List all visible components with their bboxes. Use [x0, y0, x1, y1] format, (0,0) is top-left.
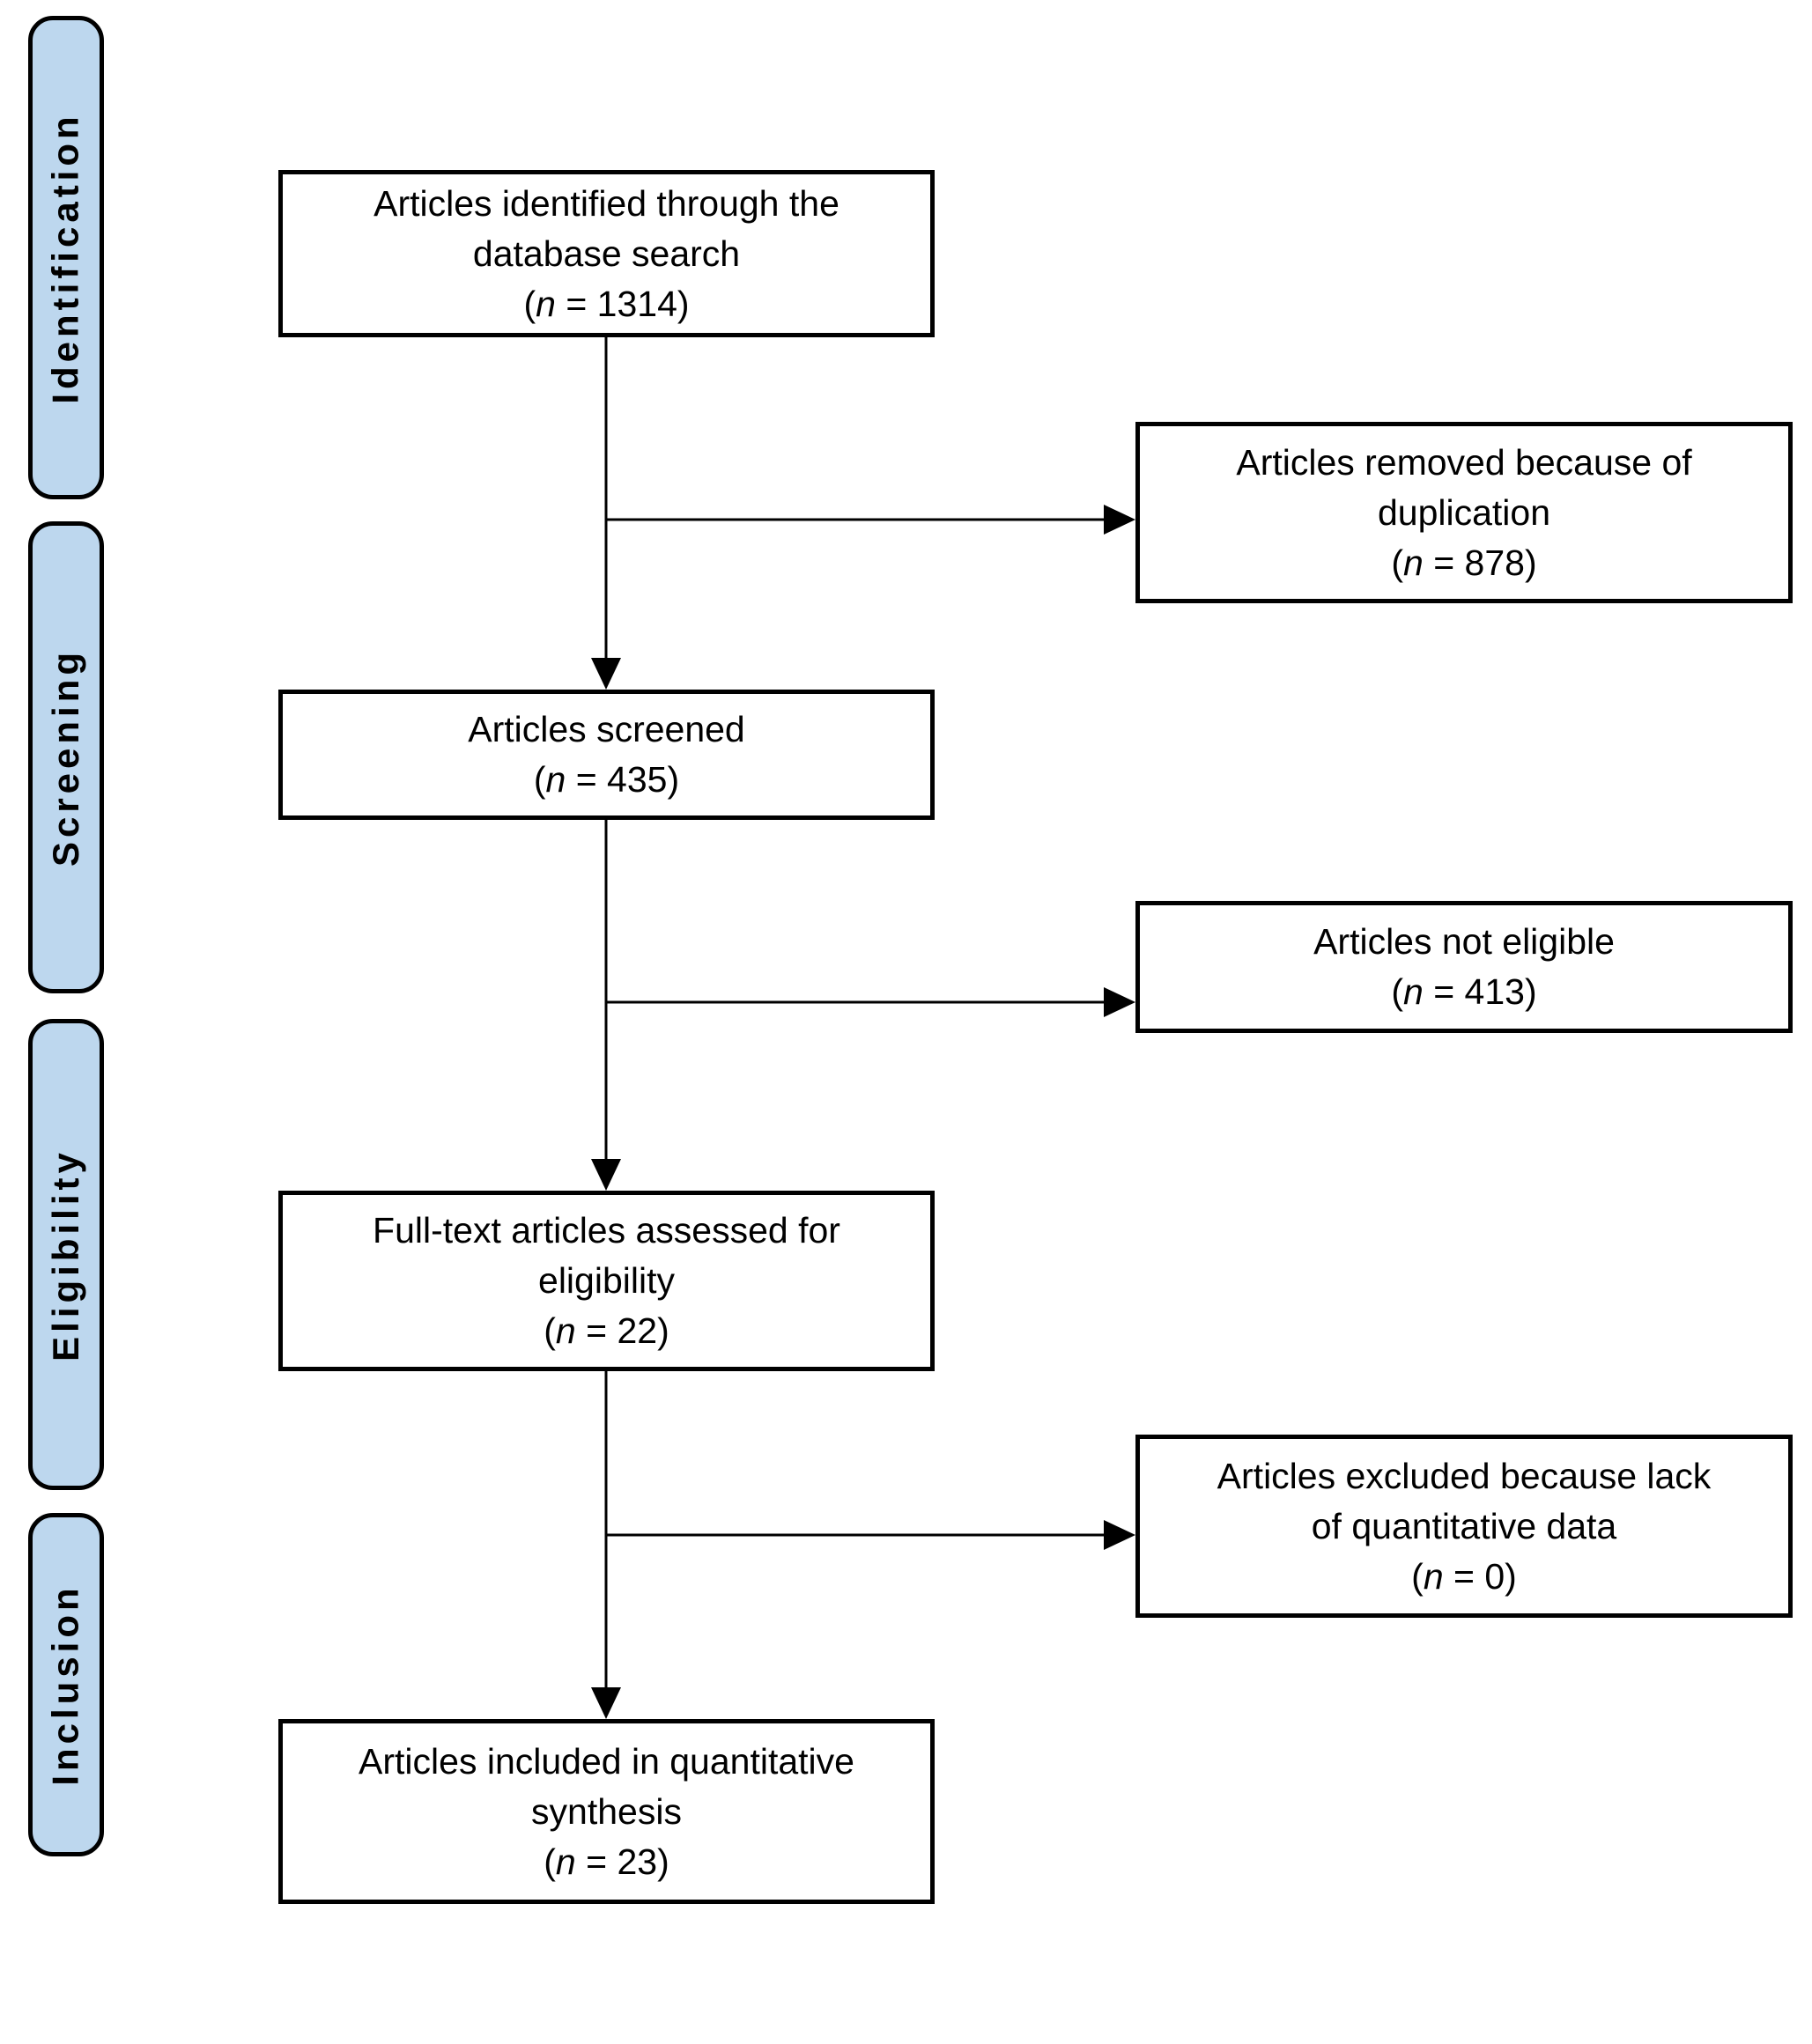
box-text-line: Full-text articles assessed for: [373, 1210, 840, 1251]
box-count-line: (n = 435): [533, 759, 680, 800]
box-text-line: database search: [472, 232, 741, 274]
box-text-line: of quantitative data: [1311, 1505, 1617, 1546]
stage-eligibility: Eligibility: [28, 1019, 104, 1490]
box-text-line: eligibility: [538, 1260, 675, 1301]
box-fulltext-assessed: Full-text articles assessed for eligibil…: [278, 1191, 935, 1371]
arrowhead-right-1: [1104, 505, 1135, 535]
box-text-line: Articles screened: [468, 709, 745, 749]
arrowhead-down-1: [591, 658, 621, 690]
box-excluded-no-quantitative-data: Articles excluded because lack of quanti…: [1135, 1435, 1793, 1618]
arrowhead-right-2: [1104, 987, 1135, 1017]
box-count-line: (n = 413): [1391, 971, 1537, 1012]
stage-inclusion: Inclusion: [28, 1513, 104, 1856]
box-count-line: (n = 1314): [523, 283, 690, 324]
box-count-line: (n = 23): [544, 1841, 669, 1882]
box-text-line: duplication: [1377, 491, 1551, 533]
stage-label: Screening: [45, 647, 87, 867]
arrowhead-down-2: [591, 1159, 621, 1191]
box-text-line: Articles removed because of: [1236, 441, 1692, 483]
stage-screening: Screening: [28, 521, 104, 993]
box-text-line: Articles identified through the: [373, 182, 839, 224]
stage-identification: Identification: [28, 16, 104, 499]
stage-label: Eligibility: [45, 1147, 86, 1361]
box-removed-duplication: Articles removed because of duplication …: [1135, 422, 1793, 603]
box-count-line: (n = 22): [544, 1310, 669, 1351]
box-count-line: (n = 878): [1391, 542, 1537, 583]
box-articles-included: Articles included in quantitative synthe…: [278, 1719, 935, 1904]
box-articles-screened: Articles screened (n = 435): [278, 690, 935, 820]
arrowhead-down-3: [591, 1687, 621, 1719]
arrowhead-right-3: [1104, 1520, 1135, 1550]
box-text-line: Articles not eligible: [1313, 921, 1615, 962]
box-articles-identified: Articles identified through the database…: [278, 170, 935, 337]
stage-label: Inclusion: [45, 1583, 87, 1786]
box-count-line: (n = 0): [1411, 1555, 1517, 1597]
box-text-line: Articles excluded because lack: [1217, 1455, 1712, 1496]
box-not-eligible: Articles not eligible (n = 413): [1135, 901, 1793, 1033]
stage-label: Identification: [45, 111, 86, 404]
box-text-line: synthesis: [531, 1790, 682, 1832]
box-text-line: Articles included in quantitative: [359, 1740, 854, 1782]
